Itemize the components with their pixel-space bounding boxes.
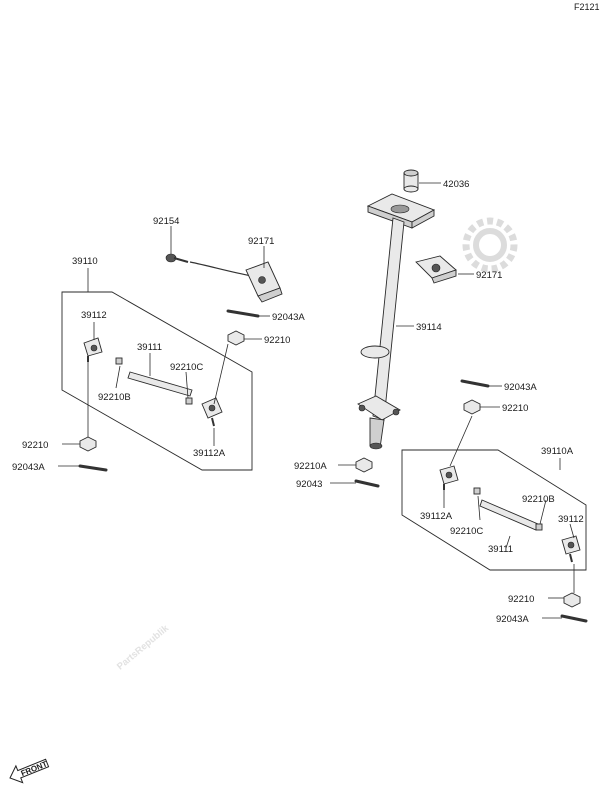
gear-icon: [462, 217, 518, 273]
bushing-42036: [403, 169, 419, 193]
front-label: FRONT: [20, 759, 49, 778]
label-92210b-right: 92210B: [522, 494, 555, 505]
label-39111-right: 39111: [488, 544, 513, 555]
clamp-92171-left: [245, 261, 283, 303]
label-92210-top: 92210: [264, 335, 290, 346]
label-39112a-right: 39112A: [420, 511, 453, 522]
label-92171-left: 92171: [248, 236, 274, 247]
label-92210c-left: 92210C: [170, 362, 203, 373]
label-92210c-right: 92210C: [450, 526, 483, 537]
label-92210-right2: 92210: [508, 594, 534, 605]
label-92171-right: 92171: [476, 270, 502, 281]
label-92043a-left: 92043A: [12, 462, 45, 473]
label-92210b-left: 92210B: [98, 392, 131, 403]
tie-rod-box-right: [401, 449, 587, 571]
label-39112a-left: 39112A: [193, 448, 226, 459]
nut-92210-top: [227, 330, 245, 346]
watermark-text: PartsRepublik: [115, 622, 172, 672]
label-92210a: 92210A: [294, 461, 327, 472]
label-42036: 42036: [443, 179, 469, 190]
label-39110a: 39110A: [541, 446, 574, 457]
steering-shaft: [357, 193, 436, 450]
label-92043a-right1: 92043A: [504, 382, 537, 393]
part-labels: 42036 92154 92171 92171 39110 92043A 391…: [12, 179, 584, 625]
tie-rod-left: [83, 337, 223, 427]
leader-lines: [58, 182, 575, 619]
cotter-pin-right2: [560, 614, 588, 623]
cotter-pin-right1: [460, 379, 490, 388]
clamp-92171-right: [415, 255, 457, 284]
label-39111-left: 39111: [137, 342, 162, 353]
label-39114: 39114: [416, 322, 442, 333]
watermark: PartsRepublik: [115, 622, 172, 672]
label-39110: 39110: [72, 256, 98, 267]
nut-92210a: [355, 457, 373, 473]
label-92043a-top: 92043A: [272, 312, 305, 323]
cotter-pin-left: [78, 464, 108, 472]
nut-92210-r2: [563, 592, 581, 608]
cotter-pin-center: [354, 479, 380, 488]
label-92043a-right2: 92043A: [496, 614, 529, 625]
label-92210-left: 92210: [22, 440, 48, 451]
nut-92210-r1: [463, 399, 481, 415]
label-92154: 92154: [153, 216, 179, 227]
figure-code: F2121: [574, 2, 600, 12]
label-92043: 92043: [296, 479, 322, 490]
tie-rod-right: [439, 465, 581, 563]
tie-rod-box-left: [61, 291, 253, 471]
cable-92154: [165, 253, 253, 277]
nut-92210-l: [79, 436, 97, 452]
front-arrow-icon: FRONT: [9, 758, 50, 784]
label-39112-left: 39112: [81, 310, 107, 321]
label-92210-right1: 92210: [502, 403, 528, 414]
cotter-pin-top: [226, 309, 260, 318]
label-39112-right: 39112: [558, 514, 584, 525]
